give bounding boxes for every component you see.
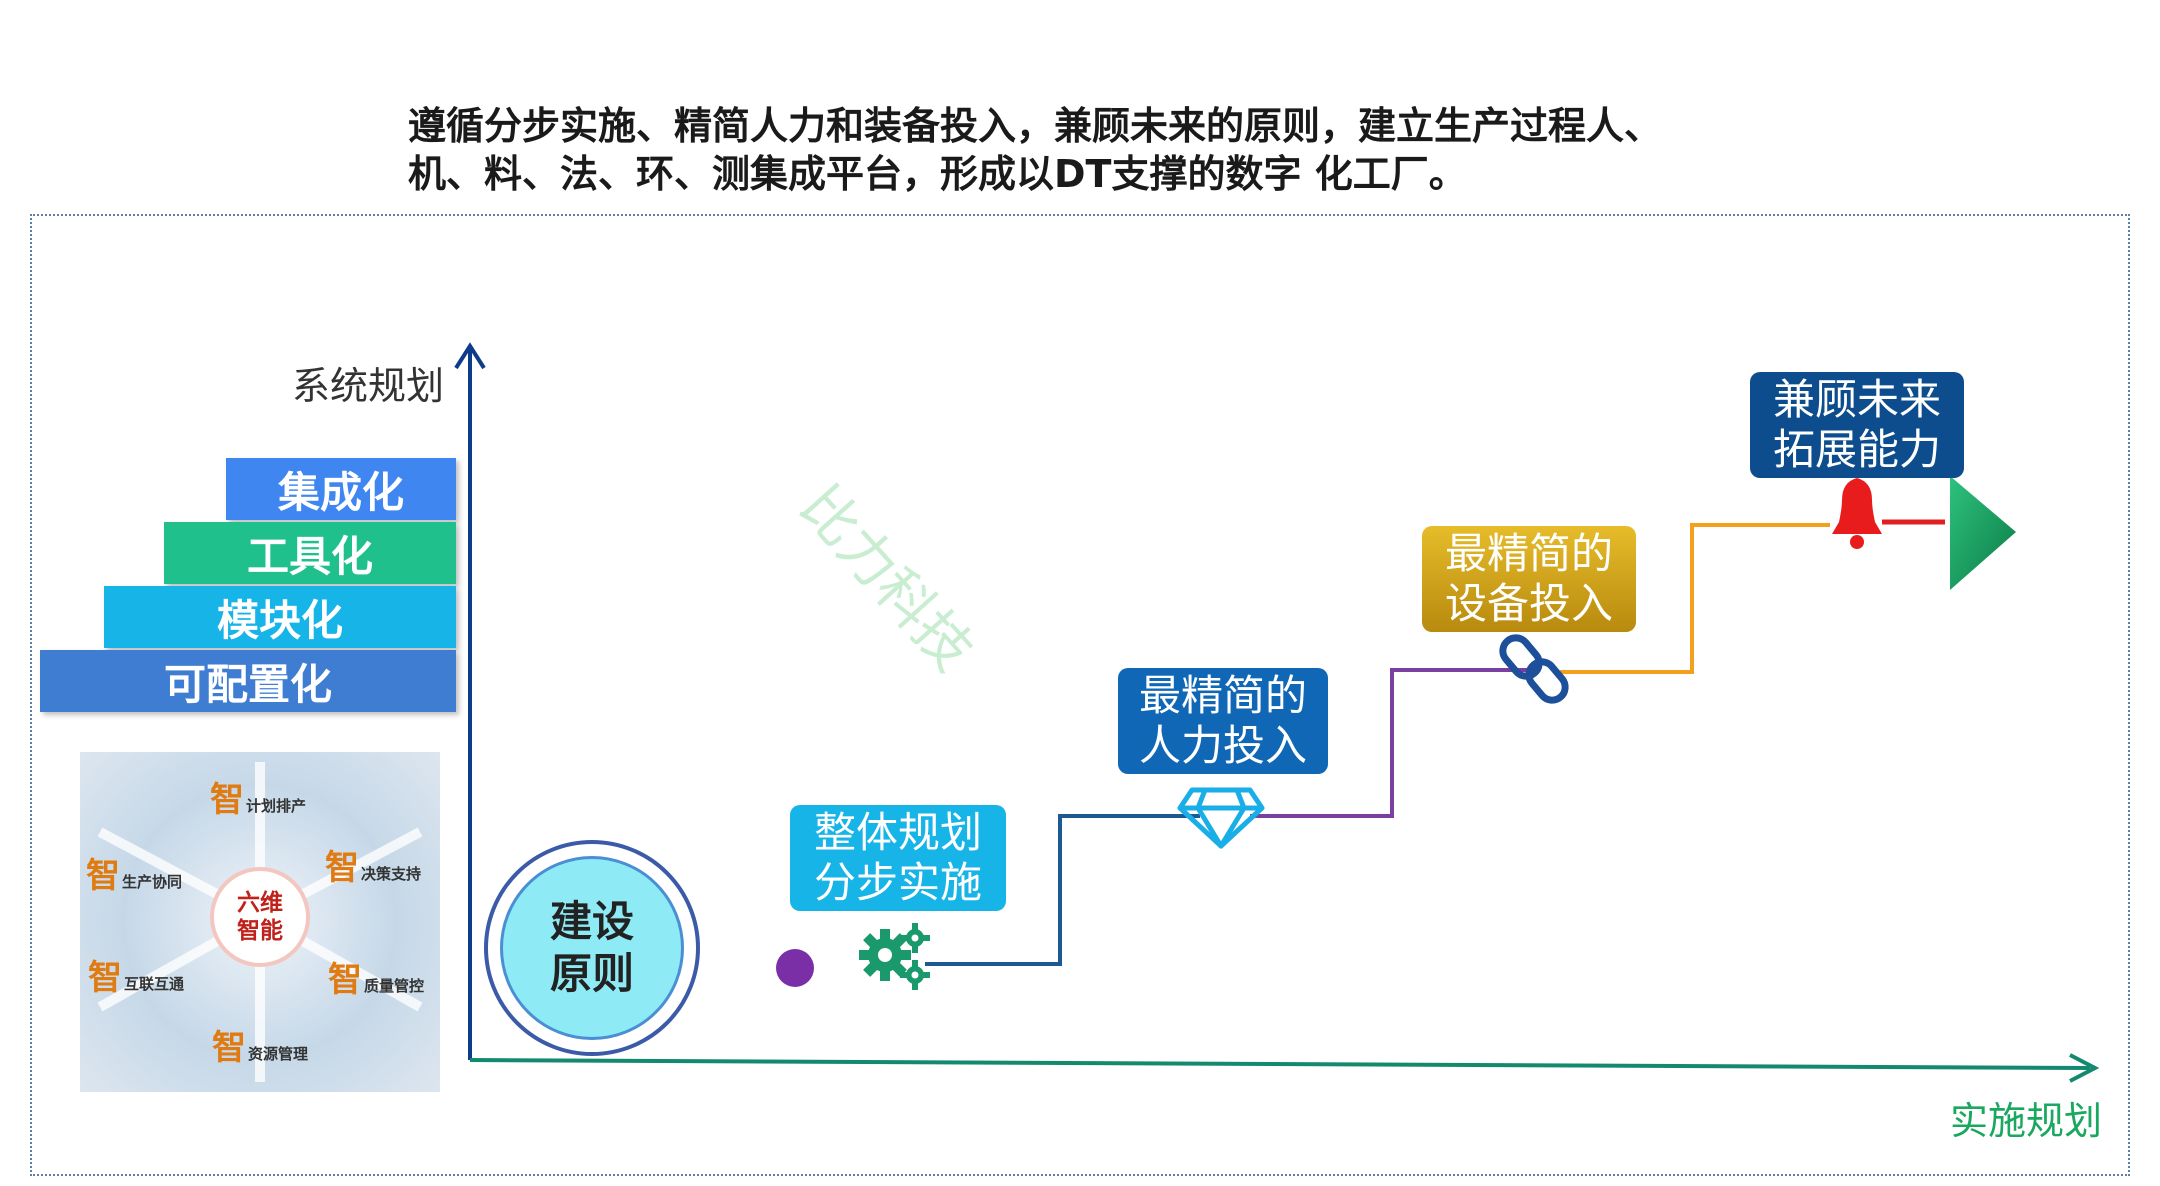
step-3-line-2: 设备投入 xyxy=(1444,579,1613,628)
step-4-line-1: 兼顾未来 xyxy=(1772,375,1941,424)
bell-icon xyxy=(1832,467,1882,549)
principle-line-2: 原则 xyxy=(549,949,634,998)
diagram-frame xyxy=(30,214,2130,1176)
six-dim-core: 六维 智能 xyxy=(210,867,310,967)
x-axis xyxy=(469,1053,2100,1083)
gears-icon xyxy=(859,923,930,990)
diamond-icon xyxy=(1177,787,1265,849)
play-triangle-icon xyxy=(1950,476,2016,590)
six-dim-item-4: 智资源管理 xyxy=(212,1028,309,1068)
six-dim-item-1: 智计划排产 xyxy=(210,780,307,820)
x-axis-label: 实施规划 xyxy=(1950,1099,2103,1143)
heading-line-1: 遵循分步实施、精简人力和装备投入，兼顾未来的原则，建立生产过程人、 xyxy=(408,104,1663,148)
path-segment-1 xyxy=(925,814,1200,966)
step-box-4: 兼顾未来 拓展能力 xyxy=(1750,372,1964,478)
layer-modular: 模块化 xyxy=(104,586,456,648)
step-1-line-2: 分步实施 xyxy=(813,858,982,907)
path-segment-3 xyxy=(1560,523,1830,674)
step-box-1: 整体规划 分步实施 xyxy=(790,805,1006,911)
six-dim-item-5: 智互联互通 xyxy=(88,958,185,998)
step-1-line-1: 整体规划 xyxy=(813,808,982,857)
six-dim-item-6: 智生产协同 xyxy=(86,856,183,896)
construction-principle-circle: 建设 原则 xyxy=(484,840,700,1056)
six-dim-item-2: 智决策支持 xyxy=(325,848,422,888)
step-3-line-1: 最精简的 xyxy=(1444,529,1613,578)
heading: 遵循分步实施、精简人力和装备投入，兼顾未来的原则，建立生产过程人、 机、料、法、… xyxy=(408,102,1708,198)
step-box-3: 最精简的 设备投入 xyxy=(1422,526,1636,632)
six-dimension-smart-graphic: 智计划排产 智决策支持 智质量管控 智资源管理 智互联互通 智生产协同 六维 智… xyxy=(80,752,440,1092)
step-2-line-1: 最精简的 xyxy=(1138,671,1307,720)
path-segment-2 xyxy=(1250,668,1530,818)
step-4-line-2: 拓展能力 xyxy=(1772,425,1941,474)
y-axis-label: 系统规划 xyxy=(292,364,445,408)
step-2-line-2: 人力投入 xyxy=(1138,721,1307,770)
principle-line-1: 建设 xyxy=(549,897,634,946)
chain-link-icon xyxy=(1499,634,1569,704)
step-box-2: 最精简的 人力投入 xyxy=(1118,668,1328,774)
layer-tooling: 工具化 xyxy=(164,522,456,584)
y-axis xyxy=(454,342,486,1060)
layer-configurable: 可配置化 xyxy=(40,650,456,712)
dot-icon xyxy=(776,949,814,987)
six-dim-item-3: 智质量管控 xyxy=(328,960,425,1000)
layer-integration: 集成化 xyxy=(226,458,456,520)
construction-principle-inner: 建设 原则 xyxy=(500,856,684,1040)
heading-line-2: 机、料、法、环、测集成平台，形成以DT支撑的数字 化工厂。 xyxy=(408,152,1467,196)
